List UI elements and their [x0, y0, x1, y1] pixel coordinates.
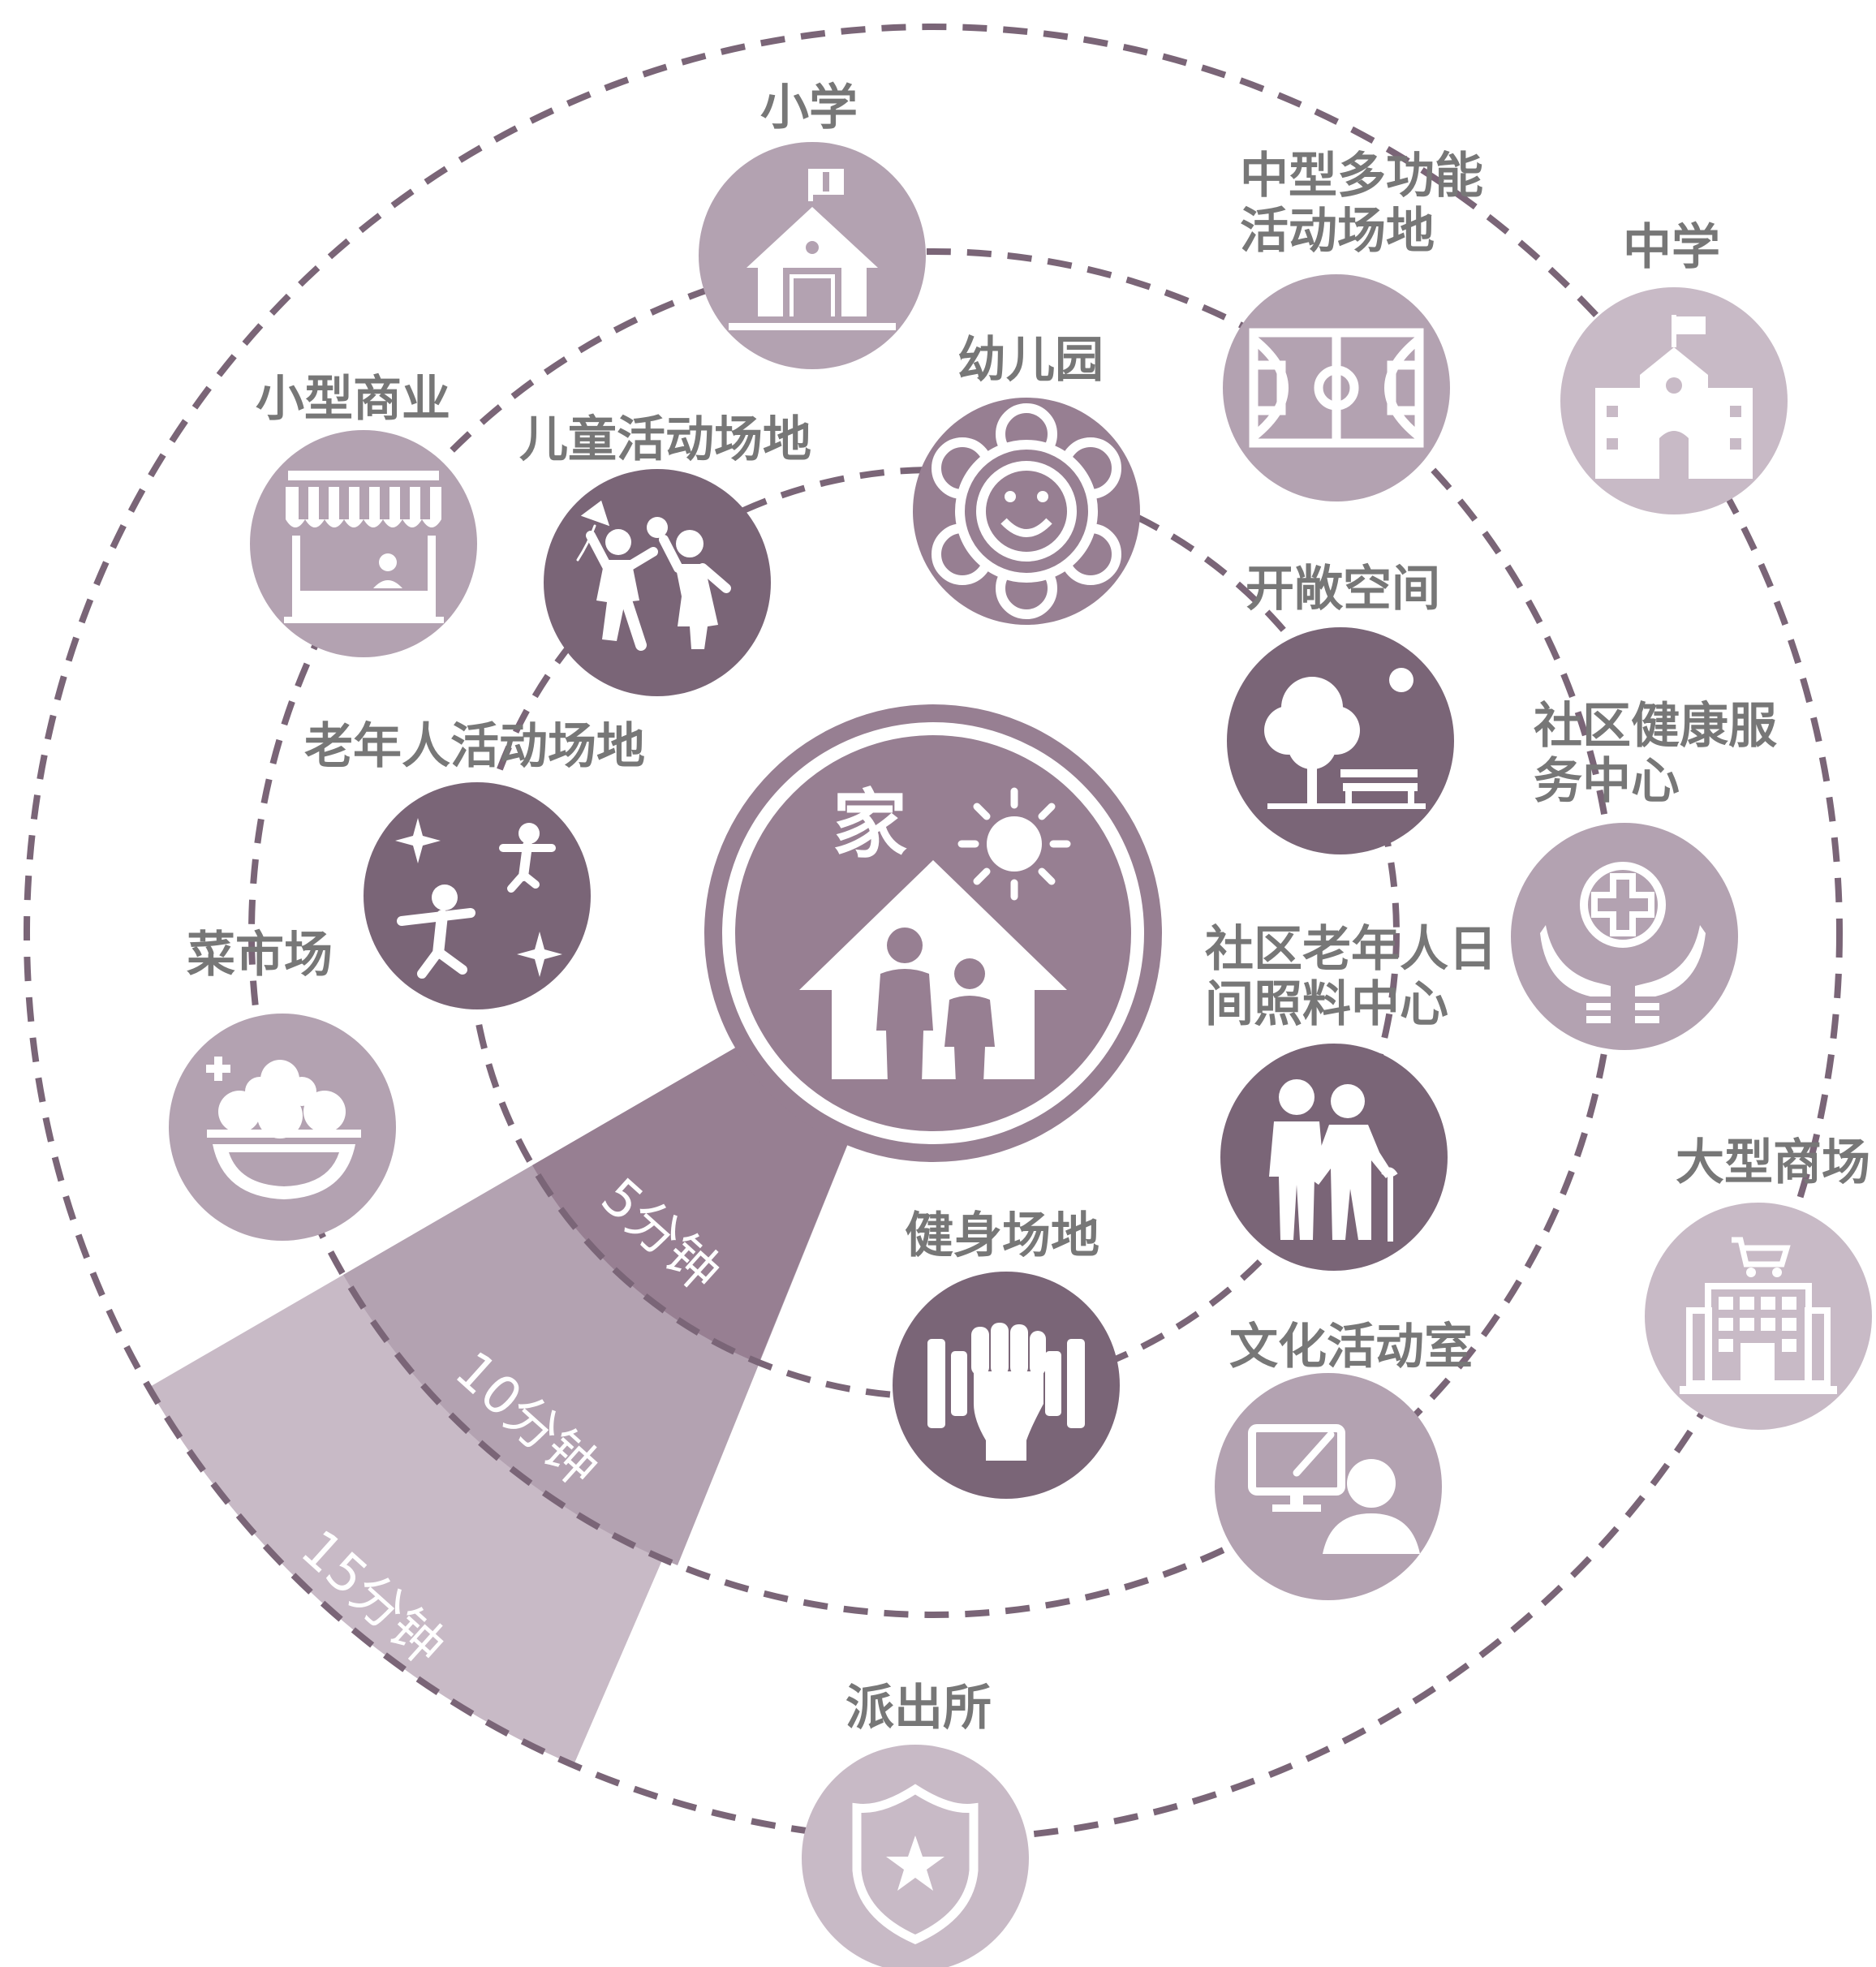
fist-dumbbell-icon: [927, 1323, 1085, 1461]
fruit-bowl-icon: [206, 1057, 361, 1199]
monitor-painter-icon: [1248, 1424, 1420, 1554]
facility-label-multi-function-line2: 活动场地: [1240, 203, 1435, 260]
facility-label-health-center-line1: 社区健康服: [1534, 698, 1777, 755]
facility-primary-school: 小学: [699, 80, 926, 369]
facility-label-vegetable-market: 菜市场: [187, 927, 333, 984]
facility-shopping-mall: 大型商场: [1645, 1134, 1872, 1430]
facility-cultural-room: 文化活动室: [1215, 1319, 1473, 1600]
school-building-flag-icon: [1595, 315, 1753, 479]
ring-5-min: [467, 467, 1400, 1400]
facility-label-elderly-activity: 老年人活动场地: [304, 718, 645, 775]
children-playing-icon: [576, 500, 731, 651]
medical-cross-hands-icon: [1540, 862, 1706, 1023]
schoolhouse-icon: [729, 169, 896, 330]
facility-label-health-center-line2: 务中心: [1534, 753, 1680, 810]
storefront-icon: [284, 471, 444, 623]
tree-bench-icon: [1264, 668, 1426, 809]
facility-label-small-business: 小型商业: [256, 371, 450, 428]
facility-label-elderly-daycare-line1: 社区老年人日: [1205, 921, 1497, 978]
facility-elderly-daycare: 社区老年人日 间照料中心: [1205, 921, 1497, 1271]
facility-multi-function: 中型多功能 活动场地: [1223, 148, 1483, 501]
facility-label-primary-school: 小学: [760, 80, 858, 136]
facility-label-middle-school: 中学: [1623, 219, 1720, 276]
facility-kindergarten: 幼儿园: [913, 332, 1140, 625]
sun-icon: [957, 787, 1071, 901]
basketball-court-icon: [1249, 328, 1424, 448]
facility-middle-school: 中学: [1560, 219, 1788, 514]
facility-elderly-activity: 老年人活动场地: [304, 718, 645, 1009]
smiling-flower-icon: [932, 403, 1121, 619]
facility-fitness: 健身场地: [893, 1207, 1120, 1499]
facility-vegetable-market: 菜市场: [169, 927, 396, 1241]
facility-label-cultural-room: 文化活动室: [1229, 1319, 1473, 1375]
elderly-couple-cane-icon: [1269, 1079, 1398, 1242]
shield-star-icon: [852, 1784, 979, 1945]
facility-label-elderly-daycare-line2: 间照料中心: [1205, 976, 1448, 1033]
home-center: 家: [704, 704, 1162, 1162]
facility-label-open-space: 开敞空间: [1246, 561, 1440, 618]
facility-small-business: 小型商业: [250, 371, 477, 657]
facility-label-police-station: 派出所: [845, 1680, 992, 1737]
home-label: 家: [833, 781, 907, 868]
facility-children-activity: 儿童活动场地: [519, 411, 811, 696]
facility-label-shopping-mall: 大型商场: [1676, 1134, 1870, 1191]
facility-label-children-activity: 儿童活动场地: [519, 411, 811, 468]
house-family-icon: [799, 860, 1067, 1083]
exercise-figures-icon: [395, 818, 562, 979]
mall-cart-icon: [1680, 1237, 1837, 1394]
facility-label-fitness: 健身场地: [905, 1207, 1099, 1264]
facility-open-space: 开敞空间: [1227, 561, 1454, 854]
facility-health-center: 社区健康服 务中心: [1511, 698, 1777, 1050]
facility-label-kindergarten: 幼儿园: [957, 332, 1104, 389]
facility-label-multi-function-line1: 中型多功能: [1240, 148, 1483, 204]
facility-police-station: 派出所: [802, 1680, 1029, 1967]
